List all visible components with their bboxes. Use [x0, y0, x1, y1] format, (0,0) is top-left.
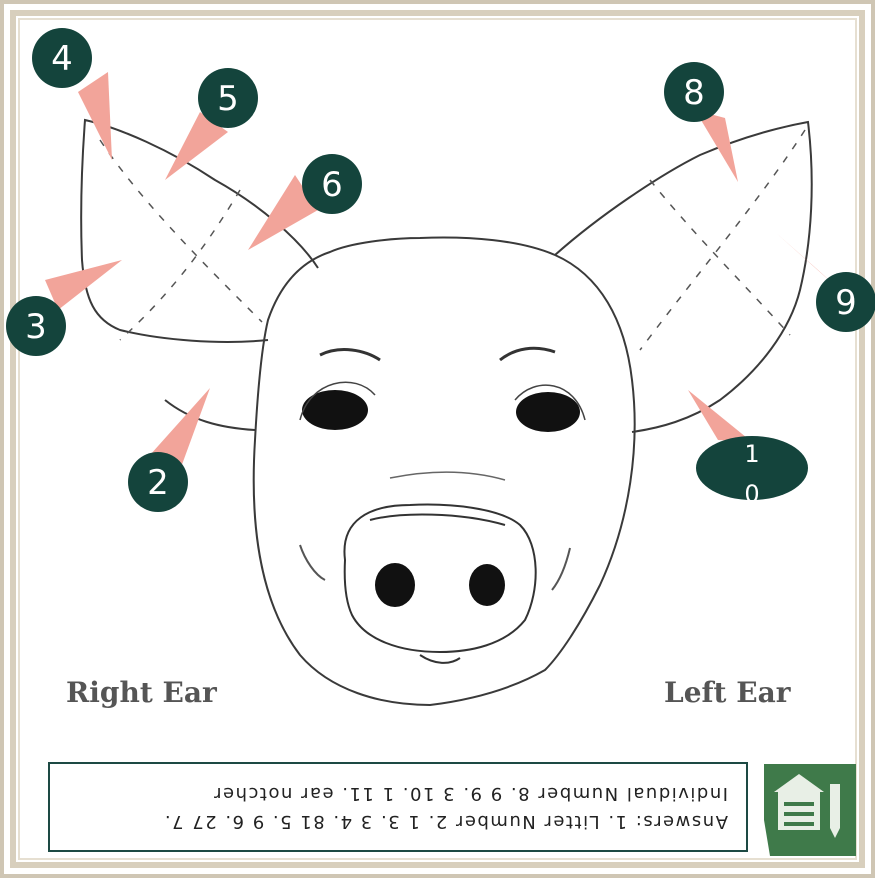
answer-line-2: Individual Number 8. 9 9. 3 10. 1 11. ea… — [68, 779, 728, 807]
badge-10-text-1: 1 — [744, 440, 759, 468]
notch-lines — [100, 130, 805, 350]
badge-4-text: 4 — [51, 39, 73, 79]
brow-line — [390, 472, 505, 480]
badge-2-text: 2 — [147, 463, 169, 503]
badge-3-text: 3 — [25, 307, 47, 347]
pencil-icon — [830, 784, 840, 828]
answer-line-1: Answers: 1. Litter Number 2. 1 3. 3 4. 8… — [68, 807, 728, 835]
right-eye — [302, 390, 368, 430]
cheek-wrinkle-right — [300, 545, 325, 580]
right-ear-label: Right Ear — [66, 676, 217, 709]
right-ear-dash-2 — [120, 190, 240, 340]
badge-9-text: 9 — [835, 283, 857, 323]
left-ear-outline — [555, 122, 812, 432]
head-outline — [254, 238, 635, 705]
pig-face — [300, 348, 585, 663]
snout-top — [370, 515, 505, 525]
badge-6-text: 6 — [321, 165, 343, 205]
pointer-arrows — [45, 72, 840, 470]
mouth — [420, 655, 460, 663]
oregon-logo — [760, 760, 860, 860]
right-nostril — [375, 563, 415, 607]
answer-box: Answers: 1. Litter Number 2. 1 3. 3 4. 8… — [48, 762, 748, 852]
left-ear-dash-1 — [640, 130, 805, 350]
cheek-wrinkle-left — [552, 548, 570, 590]
snout-outline — [344, 505, 535, 652]
right-brow — [320, 350, 380, 360]
left-eye — [516, 392, 580, 432]
left-ear-dash-2 — [650, 180, 790, 335]
arrow-10 — [688, 390, 752, 442]
badge-8-text: 8 — [683, 73, 705, 113]
badge-10-text-2: 0 — [744, 480, 759, 508]
left-brow — [500, 348, 555, 360]
left-nostril — [469, 564, 505, 606]
badge-5-text: 5 — [217, 79, 239, 119]
left-ear-label: Left Ear — [664, 676, 790, 709]
